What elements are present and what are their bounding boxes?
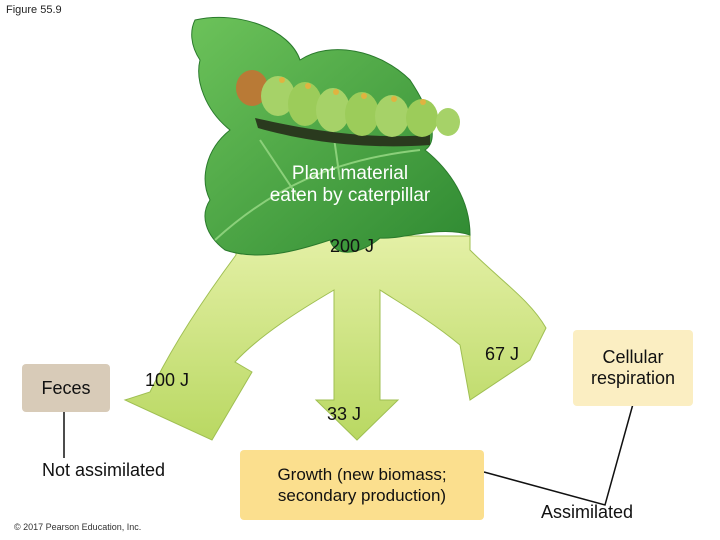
growth-line2: secondary production) — [277, 486, 447, 505]
energy-flow-arrows — [123, 235, 547, 441]
feces-box: Feces — [22, 364, 110, 412]
copyright-notice: © 2017 Pearson Education, Inc. — [14, 522, 142, 532]
respiration-line2: respiration — [590, 368, 676, 388]
growth-box: Growth (new biomass; secondary productio… — [240, 450, 484, 520]
not-assimilated-caption: Not assimilated — [42, 460, 166, 480]
growth-line1: Growth (new biomass; — [277, 465, 447, 484]
figure-label: Figure 55.9 — [6, 4, 62, 16]
feces-box-label: Feces — [41, 377, 91, 398]
respiration-line1: Cellular — [602, 347, 664, 367]
plant-label-line1: Plant material — [291, 163, 409, 184]
plant-material-label: Plant material eaten by caterpillar — [240, 163, 460, 207]
plant-label-line2: eaten by caterpillar — [269, 185, 431, 206]
feces-energy-label: 100 J — [145, 370, 190, 390]
assimilated-caption: Assimilated — [541, 502, 634, 522]
assimilated-bracket — [483, 403, 634, 506]
respiration-energy-label: 67 J — [485, 344, 520, 364]
caterpillar — [236, 70, 460, 147]
cellular-respiration-box: Cellular respiration — [573, 330, 693, 406]
growth-energy-label: 33 J — [327, 404, 362, 424]
input-energy-label: 200 J — [330, 236, 375, 256]
